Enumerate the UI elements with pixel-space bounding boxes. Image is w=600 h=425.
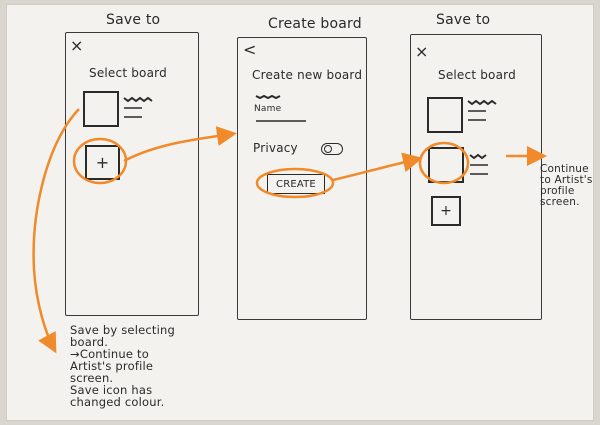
highlight-circle-new-board <box>418 141 470 185</box>
name-label: Name <box>254 104 282 114</box>
note-line: Save by selecting <box>70 323 175 337</box>
arrow-to-left-note <box>32 108 80 354</box>
phone-frame-middle <box>237 37 367 320</box>
arrow-to-create-board <box>123 126 237 163</box>
note-line: →Continue to <box>70 347 149 361</box>
board-thumbnail-1[interactable] <box>427 97 463 133</box>
note-line: board. <box>70 335 109 349</box>
note-line: changed colour. <box>70 395 165 409</box>
arrow-to-save-to <box>332 152 423 182</box>
add-board-button-left[interactable]: + <box>85 145 120 180</box>
note-line: profile <box>540 185 575 197</box>
board-thumbnail[interactable] <box>83 91 119 127</box>
select-board-heading-right: Select board <box>438 68 516 82</box>
note-line: Save icon has <box>70 383 153 397</box>
note-line: screen. <box>540 196 580 208</box>
privacy-label: Privacy <box>253 141 298 155</box>
board-new-title-scribble <box>469 153 488 175</box>
create-new-board-heading: Create new board <box>252 68 363 82</box>
close-icon[interactable]: × <box>70 36 84 55</box>
note-line: to Artist's <box>540 174 593 186</box>
orange-annotations <box>32 108 547 354</box>
plus-icon: + <box>95 153 110 172</box>
phone-frame-left <box>65 32 199 316</box>
board-1-title-scribble <box>467 99 497 121</box>
highlight-circle-create <box>255 167 335 199</box>
phone-frame-right <box>410 34 542 320</box>
close-icon-right[interactable]: × <box>415 42 429 61</box>
privacy-toggle[interactable] <box>321 143 343 155</box>
name-scribble <box>255 94 281 100</box>
note-line: Continue <box>540 163 589 175</box>
name-underline <box>256 120 306 122</box>
title-create-board: Create board <box>268 16 362 32</box>
select-board-heading: Select board <box>89 66 167 80</box>
note-line: Artist's profile <box>70 359 154 373</box>
right-note: Continue to Artist's profile screen. <box>540 164 593 208</box>
title-save-to-left: Save to <box>106 12 161 28</box>
title-save-to-right: Save to <box>436 12 491 28</box>
plus-icon: + <box>440 203 452 219</box>
create-button[interactable]: CREATE <box>267 174 325 194</box>
add-board-button-right[interactable]: + <box>431 196 461 226</box>
note-line: screen. <box>70 371 114 385</box>
privacy-toggle-knob <box>324 145 332 153</box>
back-icon[interactable]: < <box>243 40 257 59</box>
left-note: Save by selecting board. →Continue to Ar… <box>70 324 175 408</box>
paper: Save to Create board Save to × Select bo… <box>6 4 594 421</box>
board-title-scribble <box>123 96 153 118</box>
highlight-circle-add-left <box>72 137 128 185</box>
